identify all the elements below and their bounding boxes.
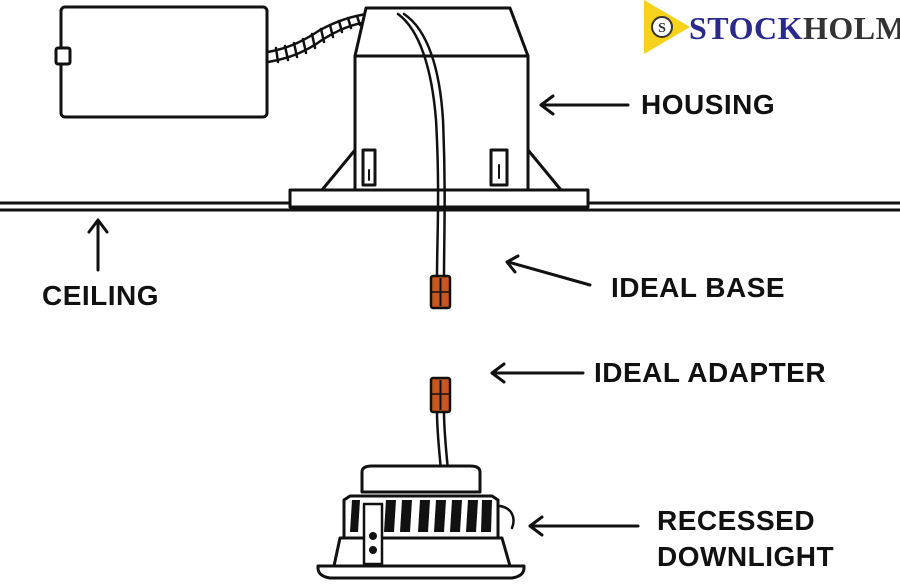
- housing-can: [288, 6, 590, 209]
- label-recessed-line2: DOWNLIGHT: [657, 541, 835, 572]
- stockholm-logo: S: [644, 0, 690, 54]
- ideal-adapter-arrow: [490, 362, 585, 384]
- adapter-wires: [435, 410, 450, 472]
- logo-text-accent: STOCK: [689, 10, 803, 46]
- supply-wires: [396, 12, 446, 278]
- label-housing: HOUSING: [641, 89, 776, 120]
- logo-text-rest: HOLM: [802, 10, 900, 46]
- logo-emblem-icon: [651, 16, 673, 38]
- heat-sink-fins: [350, 500, 492, 532]
- label-recessed-line1: RECESSED: [657, 505, 816, 536]
- label-ideal-base: IDEAL BASE: [611, 272, 786, 303]
- label-ceiling: CEILING: [42, 280, 160, 311]
- flex-conduit: [266, 12, 370, 64]
- logo-emblem-letter: S: [658, 21, 666, 36]
- housing-arrow: [539, 94, 630, 116]
- ideal-base-connector: [429, 274, 452, 310]
- ideal-base-arrow: [505, 254, 592, 287]
- logo-wordmark: STOCKHOLM: [689, 10, 900, 46]
- label-ideal-adapter: IDEAL ADAPTER: [594, 357, 827, 388]
- ideal-adapter-connector: [429, 376, 452, 414]
- downlight-arrow: [528, 515, 640, 537]
- label-recessed-downlight: RECESSED DOWNLIGHT: [657, 503, 834, 575]
- ceiling-arrow: [87, 218, 109, 272]
- junction-box: [54, 5, 269, 119]
